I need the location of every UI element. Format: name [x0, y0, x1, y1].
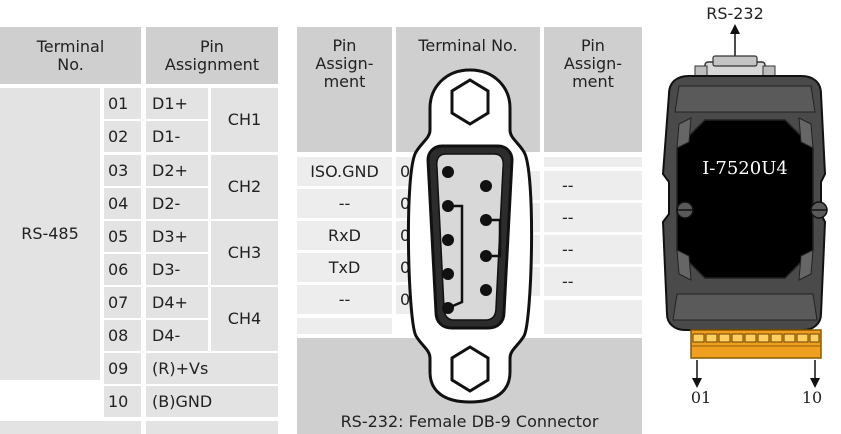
- jumper-wire-7-8: [486, 218, 502, 258]
- device-terminal-10-label: 10: [801, 388, 823, 407]
- db9-connector-drawing: [406, 68, 534, 404]
- device-body-top-ridge: [674, 85, 816, 113]
- device-drawing: [661, 24, 828, 388]
- rs485-no-04: 04: [104, 188, 141, 219]
- db9-right-pin-06: --: [544, 267, 642, 296]
- device-bottom-ridge: [672, 293, 818, 321]
- pin-5-dot: [442, 166, 454, 178]
- rs485-no-09: 09: [104, 353, 141, 384]
- rs485-header-terminal: Terminal No.: [0, 27, 141, 84]
- rs485-pin-04: D2-: [146, 188, 208, 219]
- device-rs232-label: RS-232: [706, 4, 764, 23]
- pin-2-dot: [442, 268, 454, 280]
- pin-3-dot: [442, 234, 454, 246]
- rs485-pin-10: (B)GND: [146, 386, 278, 417]
- rs485-no-03: 03: [104, 155, 141, 186]
- rs485-pin-03: D2+: [146, 155, 208, 186]
- rs232-arrow-head: [730, 24, 740, 34]
- terminal-01-arrow-head: [692, 378, 702, 388]
- rs485-channel-ch3: CH3: [211, 221, 278, 285]
- device-front-panel: [676, 119, 814, 279]
- rs485-pin-05: D3+: [146, 221, 208, 252]
- rs485-pin-02: D1-: [146, 121, 208, 152]
- rs485-header-pin: Pin Assignment: [146, 27, 278, 84]
- rs485-footer-strip-right: [146, 421, 278, 434]
- db9-left-pin-04: --: [297, 189, 392, 218]
- rs485-no-02: 02: [104, 121, 141, 152]
- rs485-pin-06: D3-: [146, 254, 208, 285]
- jumper-wire-4-6-1: [447, 204, 464, 310]
- device-terminal-01-label: 01: [690, 388, 712, 407]
- db9-left-pin-01: --: [297, 285, 392, 314]
- rs485-no-01: 01: [104, 88, 141, 119]
- db9-left-pin-02: TxD: [297, 253, 392, 282]
- db9-header-pin-right: Pin Assign- ment: [544, 27, 642, 152]
- rs485-group-label: RS-485: [0, 88, 100, 380]
- db9-left-pin-05: ISO.GND: [297, 157, 392, 186]
- rs485-pin-07: D4+: [146, 287, 208, 318]
- rs485-no-08: 08: [104, 320, 141, 351]
- rs485-channel-ch4: CH4: [211, 287, 278, 351]
- top-connector-plug: [712, 55, 758, 67]
- top-hex-nut: [450, 78, 490, 126]
- device-model-label: I-7520U4: [702, 158, 788, 179]
- db9-caption: RS-232: Female DB-9 Connector: [340, 412, 599, 431]
- rs485-pin-09: (R)+Vs: [146, 353, 278, 384]
- rs485-pin-08: D4-: [146, 320, 208, 351]
- db9-right-top-strip: [544, 157, 642, 167]
- db9-left-pin-03: RxD: [297, 221, 392, 250]
- rs485-no-06: 06: [104, 254, 141, 285]
- rs485-no-05: 05: [104, 221, 141, 252]
- bottom-hex-nut: [450, 345, 490, 393]
- pin-9-dot: [480, 180, 492, 192]
- db9-right-pin-09: --: [544, 171, 642, 200]
- rs485-no-07: 07: [104, 287, 141, 318]
- pin-6-dot: [480, 284, 492, 296]
- db9-header-pin-left: Pin Assign- ment: [297, 27, 392, 152]
- connector-face-inner: [436, 153, 504, 321]
- db9-right-pin-08: --: [544, 203, 642, 232]
- rs485-footer-strip: [0, 421, 141, 434]
- rs485-channel-ch2: CH2: [211, 155, 278, 219]
- rs485-pin-01: D1+: [146, 88, 208, 119]
- terminal-screws: [692, 333, 820, 343]
- rs485-no-10: 10: [104, 386, 141, 417]
- db9-left-empty-row: [297, 318, 392, 334]
- db9-right-pin-07: --: [544, 235, 642, 264]
- db9-right-bottom-strip: [544, 300, 642, 334]
- rs485-channel-ch1: CH1: [211, 88, 278, 152]
- terminal-10-arrow-head: [810, 378, 820, 388]
